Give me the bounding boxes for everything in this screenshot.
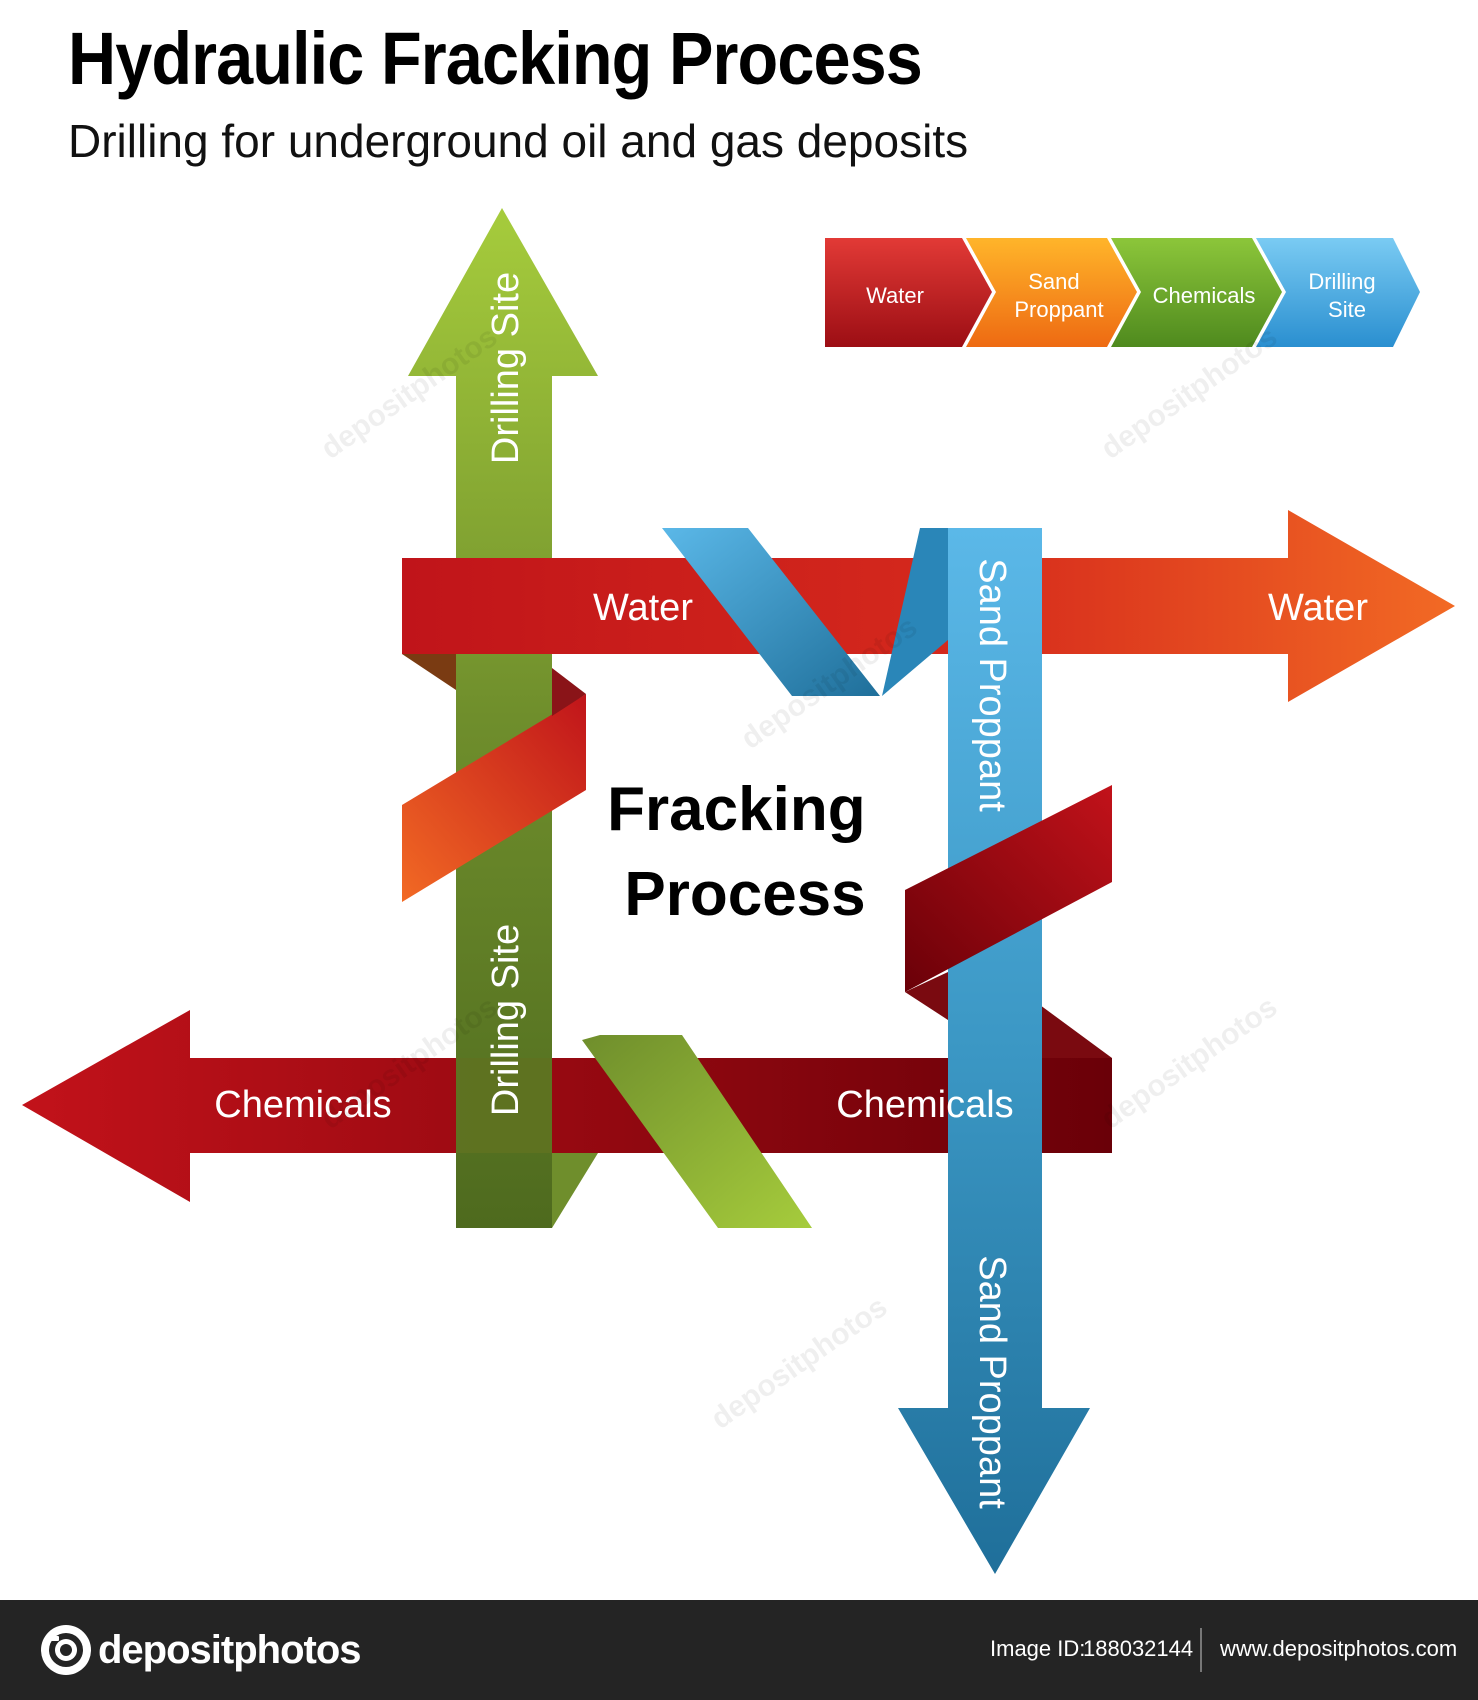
footer-image-id-value: 188032144 <box>1083 1636 1194 1661</box>
ribbon-water-twist-left <box>402 694 586 902</box>
legend: Water Sand Proppant Chemicals Drilling S… <box>825 238 1420 347</box>
legend-chevron-drilling-site <box>1256 238 1420 347</box>
page-subtitle: Drilling for underground oil and gas dep… <box>68 115 969 167</box>
drilling-site-label-bottom: Drilling Site <box>485 924 527 1116</box>
ribbon-drilling-twist-bottom <box>582 1035 812 1228</box>
ribbon-water-twist-left-back <box>552 668 586 716</box>
drilling-site-arrow <box>408 208 598 1228</box>
sand-proppant-label-top: Sand Proppant <box>971 558 1013 812</box>
drilling-site-label-top: Drilling Site <box>485 272 527 464</box>
drilling-site-arrow-over-chemicals <box>456 1058 552 1153</box>
chemicals-arrow-body <box>22 1010 1112 1202</box>
ribbon-drilling-twist-bottom-back <box>552 1153 598 1228</box>
ribbon-sand-twist-top-back <box>882 528 948 696</box>
legend-chevron-water <box>825 238 992 347</box>
legend-chevron-sand-proppant <box>966 238 1137 347</box>
sand-proppant-arrow-body <box>898 528 1090 1574</box>
ribbon-sand-twist-top <box>662 528 880 696</box>
ribbon-chemicals-twist-right <box>905 785 1112 992</box>
footer-site-link[interactable]: www.depositphotos.com <box>1220 1636 1458 1661</box>
chemicals-label-right: Chemicals <box>836 1084 1013 1126</box>
footer-divider <box>1200 1628 1202 1672</box>
watermark-text: depositphotos <box>705 1290 893 1436</box>
legend-label-drilling-site: Drilling Site <box>1308 269 1381 322</box>
legend-label-chemicals: Chemicals <box>1153 283 1256 308</box>
legend-label-sand-proppant: Sand Proppant <box>1014 269 1103 322</box>
center-label: Fracking Process <box>607 775 883 929</box>
legend-label-water: Water <box>866 283 924 308</box>
sand-proppant-arrow <box>898 528 1090 1574</box>
watermark-text: depositphotos <box>1095 990 1283 1136</box>
ribbon-chemicals-twist-right-back <box>905 972 948 1020</box>
chemicals-label-left: Chemicals <box>214 1084 391 1126</box>
water-label-right: Water <box>1268 587 1368 629</box>
footer-bar: depositphotos Image ID: 188032144 www.de… <box>0 1600 1478 1700</box>
water-arrow-fold <box>402 654 456 690</box>
fracking-diagram: Water Sand Proppant Chemicals Drilling S… <box>22 208 1455 1574</box>
chemicals-arrow <box>22 1005 1112 1202</box>
camera-logo-icon <box>41 1625 91 1675</box>
footer-image-id-label: Image ID: <box>990 1636 1086 1661</box>
page-title: Hydraulic Fracking Process <box>68 17 923 100</box>
drilling-site-arrow-body <box>408 208 598 1228</box>
sand-proppant-label-bottom: Sand Proppant <box>971 1255 1013 1509</box>
footer-brand: depositphotos <box>98 1628 362 1672</box>
water-label-left: Water <box>593 587 693 629</box>
legend-chevron-chemicals <box>1111 238 1282 347</box>
chemicals-arrow-fold <box>1040 1005 1112 1058</box>
